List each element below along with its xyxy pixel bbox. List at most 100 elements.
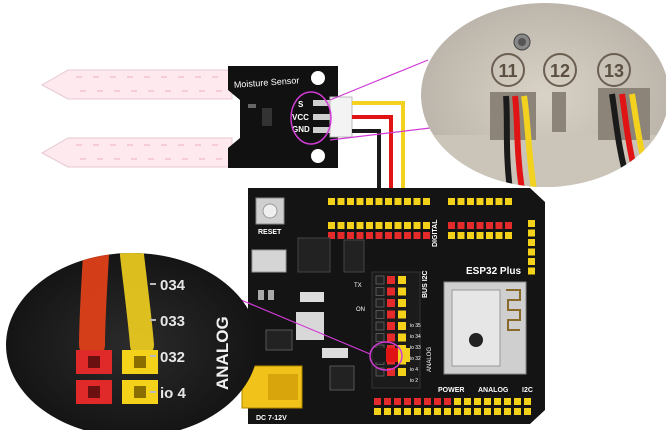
bottom-header-pin xyxy=(514,398,521,405)
bottom-header-pin xyxy=(464,408,471,415)
header-pin-yellow xyxy=(495,198,503,205)
io-pin-red xyxy=(387,276,395,284)
io-pin-red xyxy=(387,287,395,296)
board-name: ESP32 Plus xyxy=(466,266,521,277)
header-pin-yellow xyxy=(467,198,474,205)
io-pin-black xyxy=(375,287,385,296)
power-label: POWER xyxy=(438,387,464,394)
zoom-left: 034 033 032 io 4 ANALOG xyxy=(6,253,258,430)
bottom-header-pin xyxy=(404,398,411,405)
bottom-header-pin xyxy=(494,398,501,405)
header-pin-yellow xyxy=(394,198,402,205)
regulator-chip xyxy=(343,239,365,273)
io-pin-label: io 4 xyxy=(410,367,418,373)
callout-line-top xyxy=(329,127,431,141)
io-pin-black xyxy=(375,367,385,377)
io-pin-label: io 34 xyxy=(410,334,421,340)
header-pin-yellow xyxy=(476,198,484,205)
zoom-left-wire-yellow xyxy=(120,253,154,357)
moisture-sensor: Moisture Sensor S VCC GND xyxy=(40,66,353,168)
digital-label: DIGITAL xyxy=(432,219,439,247)
zoom-left-wire-red xyxy=(79,253,109,358)
bottom-header-pin xyxy=(524,398,531,405)
header-pin-yellow xyxy=(423,222,430,229)
smd-component xyxy=(296,312,324,340)
smd-component xyxy=(265,329,293,351)
header-pin-yellow xyxy=(356,198,364,205)
bottom-headers xyxy=(374,398,531,415)
bottom-header-pin xyxy=(454,398,461,405)
io-pin-label: io 33 xyxy=(410,345,421,351)
callout-line-left xyxy=(221,291,371,355)
io-pin-red xyxy=(387,310,395,319)
bottom-header-pin xyxy=(394,398,401,405)
io-pin-black xyxy=(375,298,385,308)
bottom-header-pin xyxy=(384,398,391,405)
io-pin-yellow xyxy=(398,299,406,307)
zoom-left-pin-label: 033 xyxy=(160,313,185,330)
bottom-header-pin xyxy=(414,398,421,405)
header-pin-red xyxy=(356,232,364,239)
bottom-header-pin xyxy=(444,408,451,415)
zoom-left-header-hole xyxy=(88,386,100,398)
bottom-header-pin xyxy=(494,408,501,415)
i2c-label: I2C xyxy=(522,387,533,394)
header-pin-red xyxy=(423,232,430,239)
header-pin-yellow xyxy=(448,232,455,239)
zoom-top-slot xyxy=(552,92,566,132)
sensor-pin-label: GND xyxy=(292,125,310,134)
bottom-header-pin xyxy=(464,398,471,405)
bottom-header-pin xyxy=(474,408,481,415)
zoom-left-pin-label: 034 xyxy=(160,277,186,294)
header-pin-yellow xyxy=(413,222,421,229)
sensor-probe-bottom xyxy=(40,137,233,168)
dc-label: DC 7-12V xyxy=(256,415,287,422)
io-pin-yellow xyxy=(398,333,406,342)
bottom-header-pin xyxy=(404,408,411,415)
header-pin-red xyxy=(347,232,354,239)
bottom-header-pin xyxy=(444,398,451,405)
right-header-pin xyxy=(528,258,535,265)
header-pin-yellow xyxy=(385,222,392,229)
callout-line-top xyxy=(329,59,429,101)
bottom-header-pin xyxy=(484,398,491,405)
power-regulator xyxy=(329,365,355,391)
header-pin-yellow xyxy=(486,198,493,205)
bottom-header-pin xyxy=(424,408,431,415)
header-pin-red xyxy=(457,222,465,229)
zoom-top-wire-red xyxy=(512,95,525,187)
bottom-header-pin xyxy=(384,408,391,415)
sensor-title: Moisture Sensor xyxy=(234,75,300,90)
header-pin-yellow xyxy=(347,222,354,229)
io-pin-black xyxy=(375,321,385,331)
bottom-header-pin xyxy=(414,408,421,415)
usb-chip xyxy=(297,237,331,273)
zoom-top: 11 12 13 xyxy=(421,3,666,187)
bottom-header-pin xyxy=(484,408,491,415)
header-pin-red xyxy=(385,232,392,239)
header-pin-yellow xyxy=(404,198,411,205)
tx-label: TX xyxy=(354,283,362,289)
zoom-left-header-hole xyxy=(88,356,100,368)
zoom-left-pin-label: io 4 xyxy=(160,385,186,402)
header-pin-yellow xyxy=(347,198,354,205)
header-pin-red xyxy=(404,232,411,239)
sensor-mount-hole xyxy=(311,149,325,163)
io-pin-label: io 32 xyxy=(410,356,421,362)
bottom-header-pin xyxy=(424,398,431,405)
io-pin-red xyxy=(387,333,395,342)
right-header-pin xyxy=(528,239,535,246)
bottom-header-pin xyxy=(504,398,511,405)
header-pin-yellow xyxy=(457,198,465,205)
header-pin-yellow xyxy=(476,232,484,239)
esp32-shield xyxy=(451,289,501,367)
header-pin-yellow xyxy=(404,222,411,229)
analog-label: ANALOG xyxy=(478,387,509,394)
header-pin-yellow xyxy=(375,222,383,229)
top-headers xyxy=(328,198,512,239)
right-header-pin xyxy=(528,220,535,227)
io-headers xyxy=(374,275,410,377)
reset-button-cap xyxy=(262,203,278,219)
header-pin-yellow xyxy=(385,198,392,205)
zoom-left-header-hole xyxy=(134,356,146,368)
